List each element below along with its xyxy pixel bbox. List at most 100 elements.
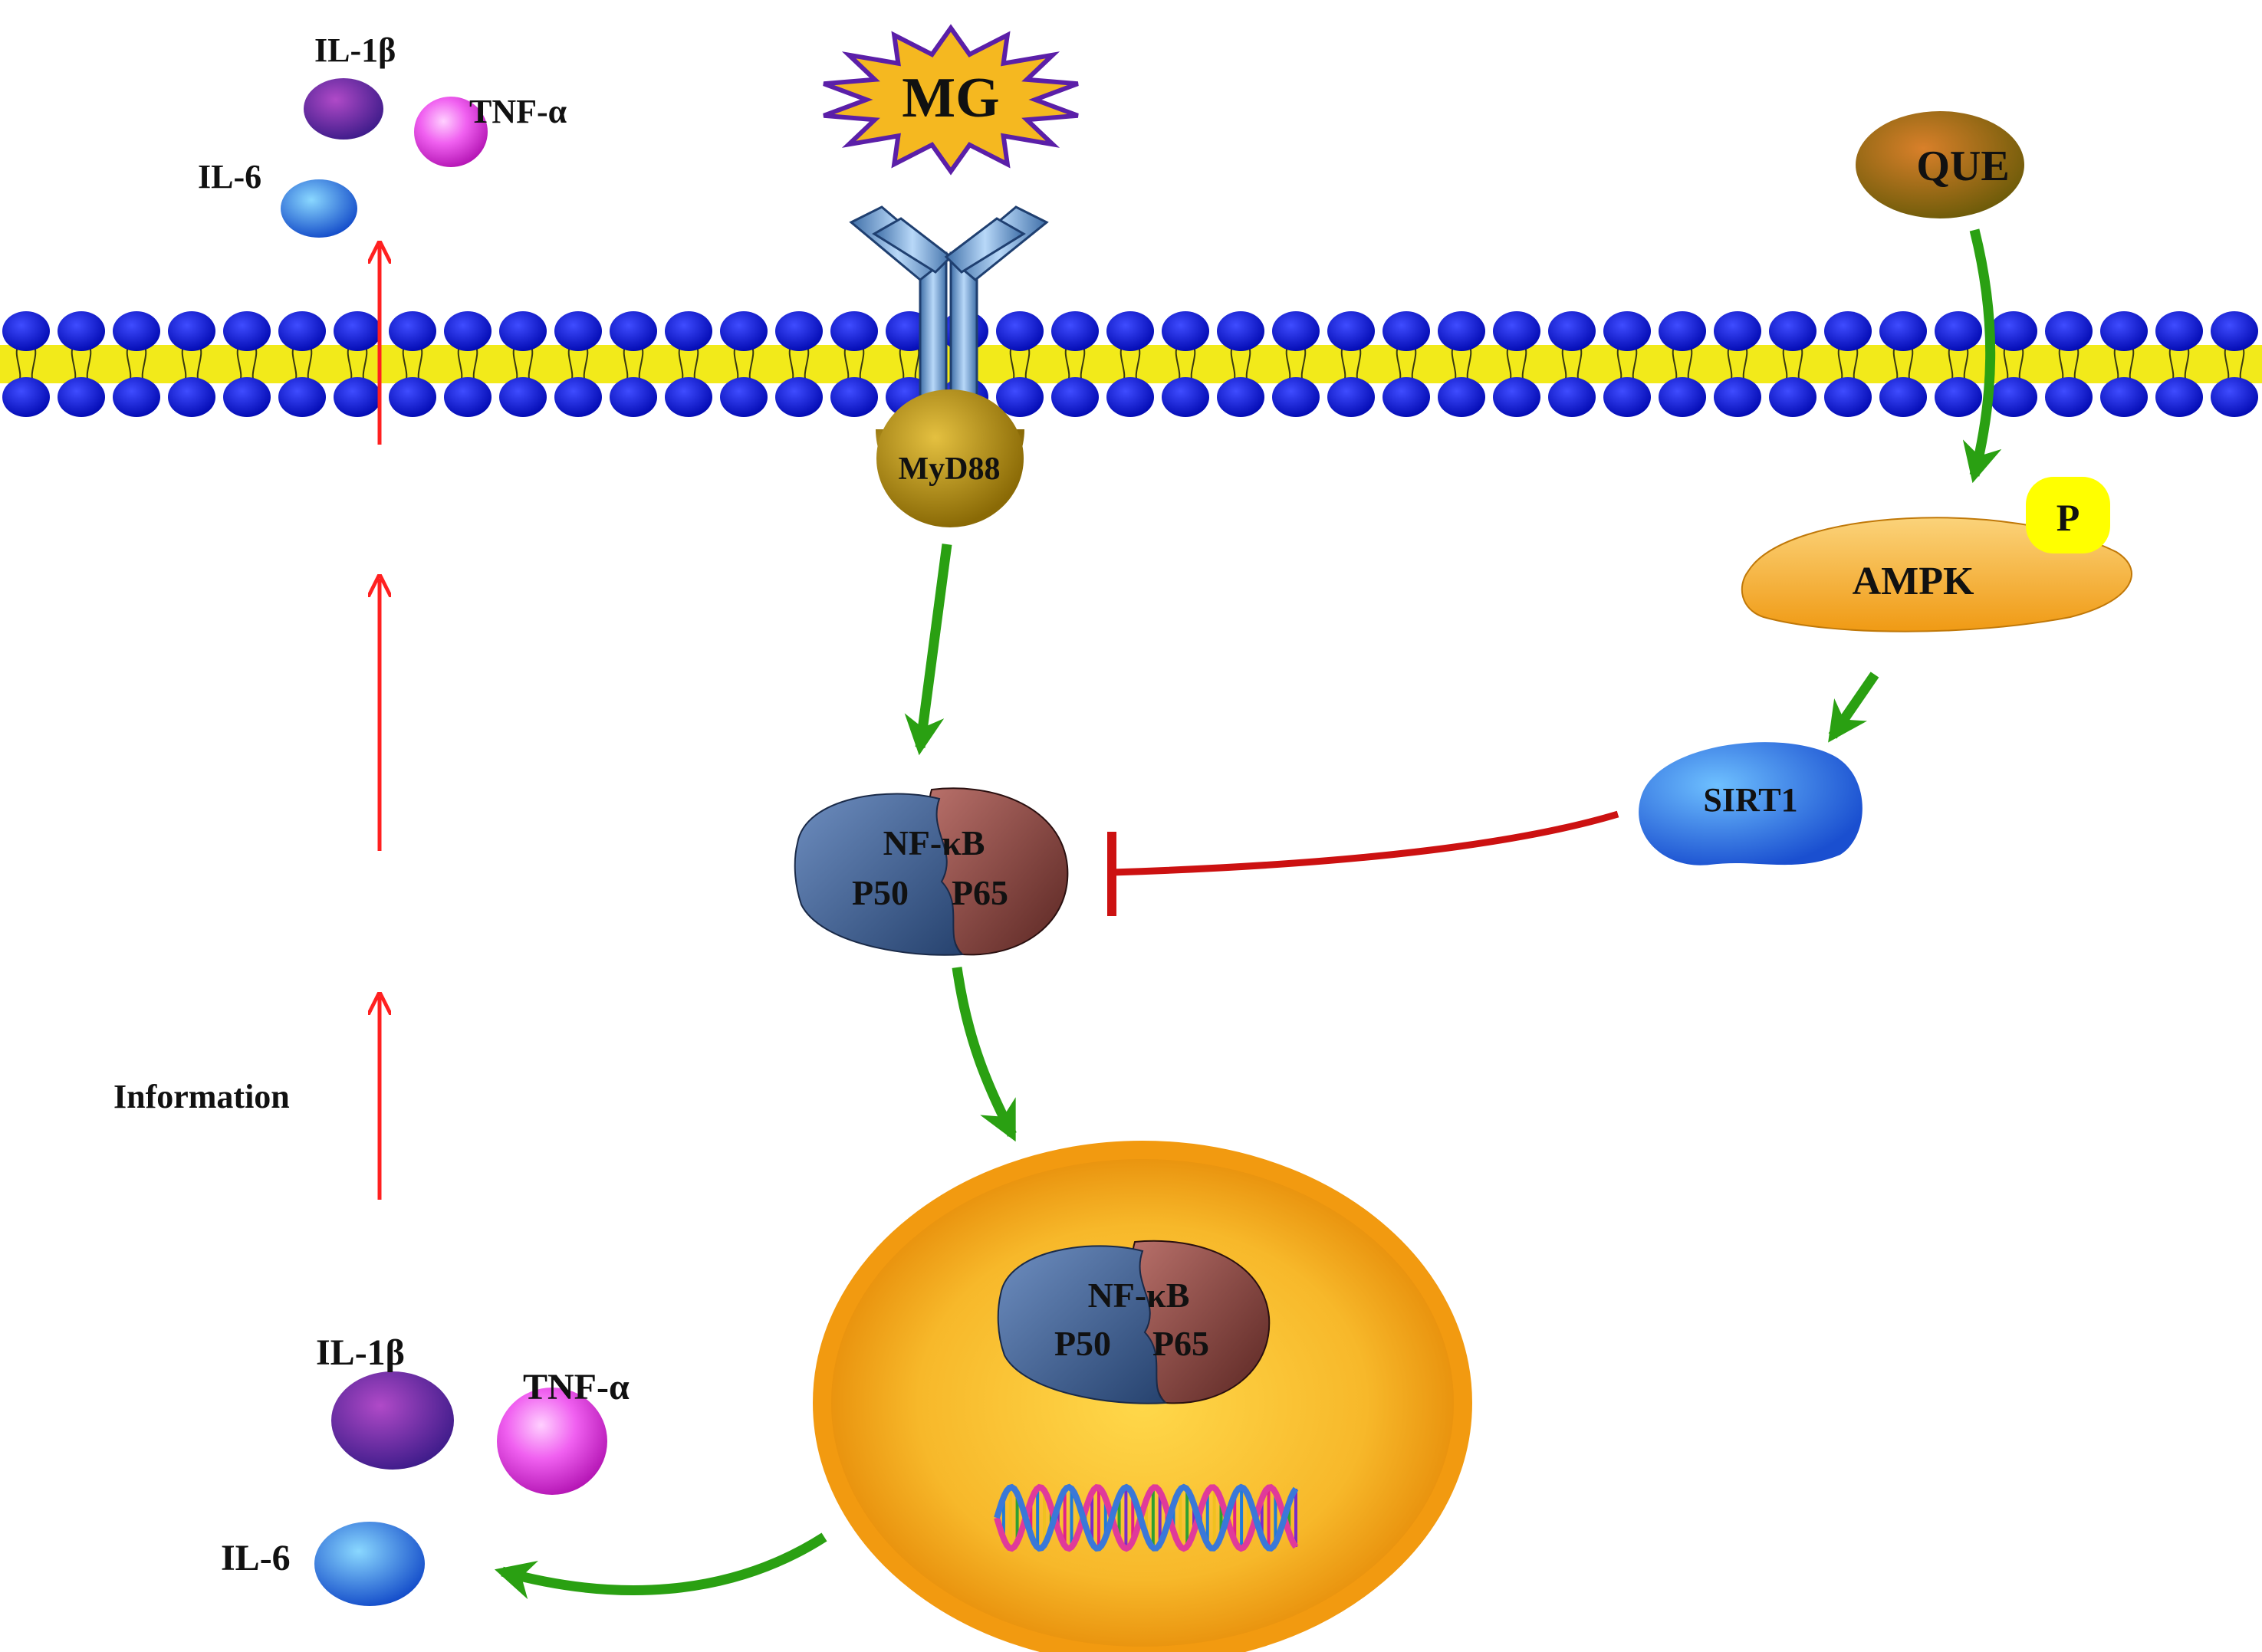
lipid-head-top <box>1272 311 1320 351</box>
tnfa-top-label: TNF-α <box>469 93 567 130</box>
tnfa-bottom-molecule <box>497 1388 607 1495</box>
produced-cytokines: IL-1β TNF-α IL-6 <box>221 1332 630 1606</box>
lipid-head-bottom <box>1603 377 1651 417</box>
lipid-head-bottom <box>1935 377 1982 417</box>
que-shape <box>1856 111 2024 218</box>
lipid-head-top <box>665 311 712 351</box>
lipid-head-top <box>278 311 326 351</box>
lipid-head-bottom <box>168 377 215 417</box>
lipid-head-top <box>1548 311 1596 351</box>
lipid-head-bottom <box>1879 377 1927 417</box>
sirt1-shape <box>1639 742 1863 865</box>
lipid-head-top <box>168 311 215 351</box>
il1b-bottom-label: IL-1β <box>316 1332 405 1373</box>
lipid-head-bottom <box>1659 377 1706 417</box>
lipid-head-bottom <box>1383 377 1430 417</box>
lipid-head-top <box>223 311 271 351</box>
dna-strand <box>994 1483 1299 1552</box>
phospho-label: P <box>2057 496 2080 539</box>
lipid-head-top <box>996 311 1044 351</box>
nfkb-nucleus-label: NF-κB <box>1088 1276 1190 1315</box>
p50-nuclear-subunit <box>997 1245 1168 1404</box>
mg-starburst <box>823 24 1079 176</box>
lipid-head-top <box>2045 311 2093 351</box>
lipid-head-bottom <box>444 377 492 417</box>
lipid-head-bottom <box>1438 377 1485 417</box>
information-label: Information <box>113 1078 290 1115</box>
lipid-head-top <box>1438 311 1485 351</box>
lipid-head-top <box>1990 311 2037 351</box>
il6-top-label: IL-6 <box>198 158 261 195</box>
lipid-head-bottom <box>113 377 160 417</box>
lipid-head-top <box>499 311 547 351</box>
lipid-head-top <box>1217 311 1264 351</box>
lipid-head-top <box>444 311 492 351</box>
lipid-head-bottom <box>1824 377 1872 417</box>
lipid-head-top <box>2211 311 2258 351</box>
lipid-head-bottom <box>1162 377 1209 417</box>
p50-cyto-label: P50 <box>852 873 909 912</box>
lipid-head-top <box>1106 311 1154 351</box>
nfkb-cyto-label: NF-κB <box>883 823 985 862</box>
dna-strand <box>994 1483 1299 1552</box>
nucleus: NF-κB P50 P65 <box>813 1141 1472 1652</box>
lipid-head-top <box>1935 311 1982 351</box>
dna-helix <box>994 1483 1299 1552</box>
p65-nucleus-label: P65 <box>1152 1324 1209 1363</box>
lipid-head-bottom <box>2 377 50 417</box>
lipid-head-top <box>1879 311 1927 351</box>
lipid-head-bottom <box>2211 377 2258 417</box>
lipid-head-top <box>58 311 105 351</box>
lipid-head-top <box>1714 311 1761 351</box>
lipid-head-bottom <box>665 377 712 417</box>
lipid-head-top <box>775 311 823 351</box>
receptor-arm-right-2 <box>944 217 1026 274</box>
il1b-top-label: IL-1β <box>314 31 396 69</box>
tnfa-top-molecule <box>414 97 488 167</box>
lipid-head-top <box>1603 311 1651 351</box>
que: QUE <box>1856 111 2024 218</box>
ampk: AMPK P <box>1741 477 2132 632</box>
que-label: QUE <box>1916 143 2009 190</box>
lipid-head-bottom <box>1106 377 1154 417</box>
lipid-head-bottom <box>1769 377 1817 417</box>
lipid-head-top <box>1493 311 1540 351</box>
lipid-head-bottom <box>554 377 602 417</box>
lipid-head-top <box>2100 311 2148 351</box>
lipid-head-top <box>830 311 878 351</box>
lipid-head-top <box>113 311 160 351</box>
il1b-top-molecule <box>304 78 383 140</box>
lipid-head-top <box>610 311 657 351</box>
lipid-head-top <box>1327 311 1375 351</box>
p65-cyto-label: P65 <box>952 873 1008 912</box>
lipid-head-bottom <box>278 377 326 417</box>
lipid-head-bottom <box>499 377 547 417</box>
lipid-head-bottom <box>389 377 436 417</box>
que-to-ampk-arrow <box>1962 228 2002 484</box>
il6-bottom-molecule <box>314 1522 425 1606</box>
lipid-head-bottom <box>58 377 105 417</box>
ampk-shape <box>1741 517 2132 632</box>
il6-bottom-label: IL-6 <box>221 1538 291 1578</box>
lipid-head-bottom <box>996 377 1044 417</box>
lipid-head-bottom <box>334 377 381 417</box>
lipid-head-top <box>554 311 602 351</box>
lipid-head-bottom <box>1272 377 1320 417</box>
lipid-head-bottom <box>775 377 823 417</box>
lipid-head-bottom <box>1548 377 1596 417</box>
lipid-head-top <box>1051 311 1099 351</box>
lipid-head-bottom <box>830 377 878 417</box>
lipid-head-bottom <box>1217 377 1264 417</box>
lipid-head-top <box>389 311 436 351</box>
lipid-head-bottom <box>720 377 768 417</box>
lipid-head-top <box>720 311 768 351</box>
lipid-head-top <box>1659 311 1706 351</box>
nucleus-to-cytokines-arrow <box>494 1532 827 1600</box>
mg-stimulus: MG <box>823 24 1079 176</box>
lipid-head-top <box>1824 311 1872 351</box>
ampk-label: AMPK <box>1853 560 1974 603</box>
lipid-head-bottom <box>610 377 657 417</box>
myd88-shape <box>876 389 1024 527</box>
sirt1-inhibition <box>1107 810 1619 916</box>
